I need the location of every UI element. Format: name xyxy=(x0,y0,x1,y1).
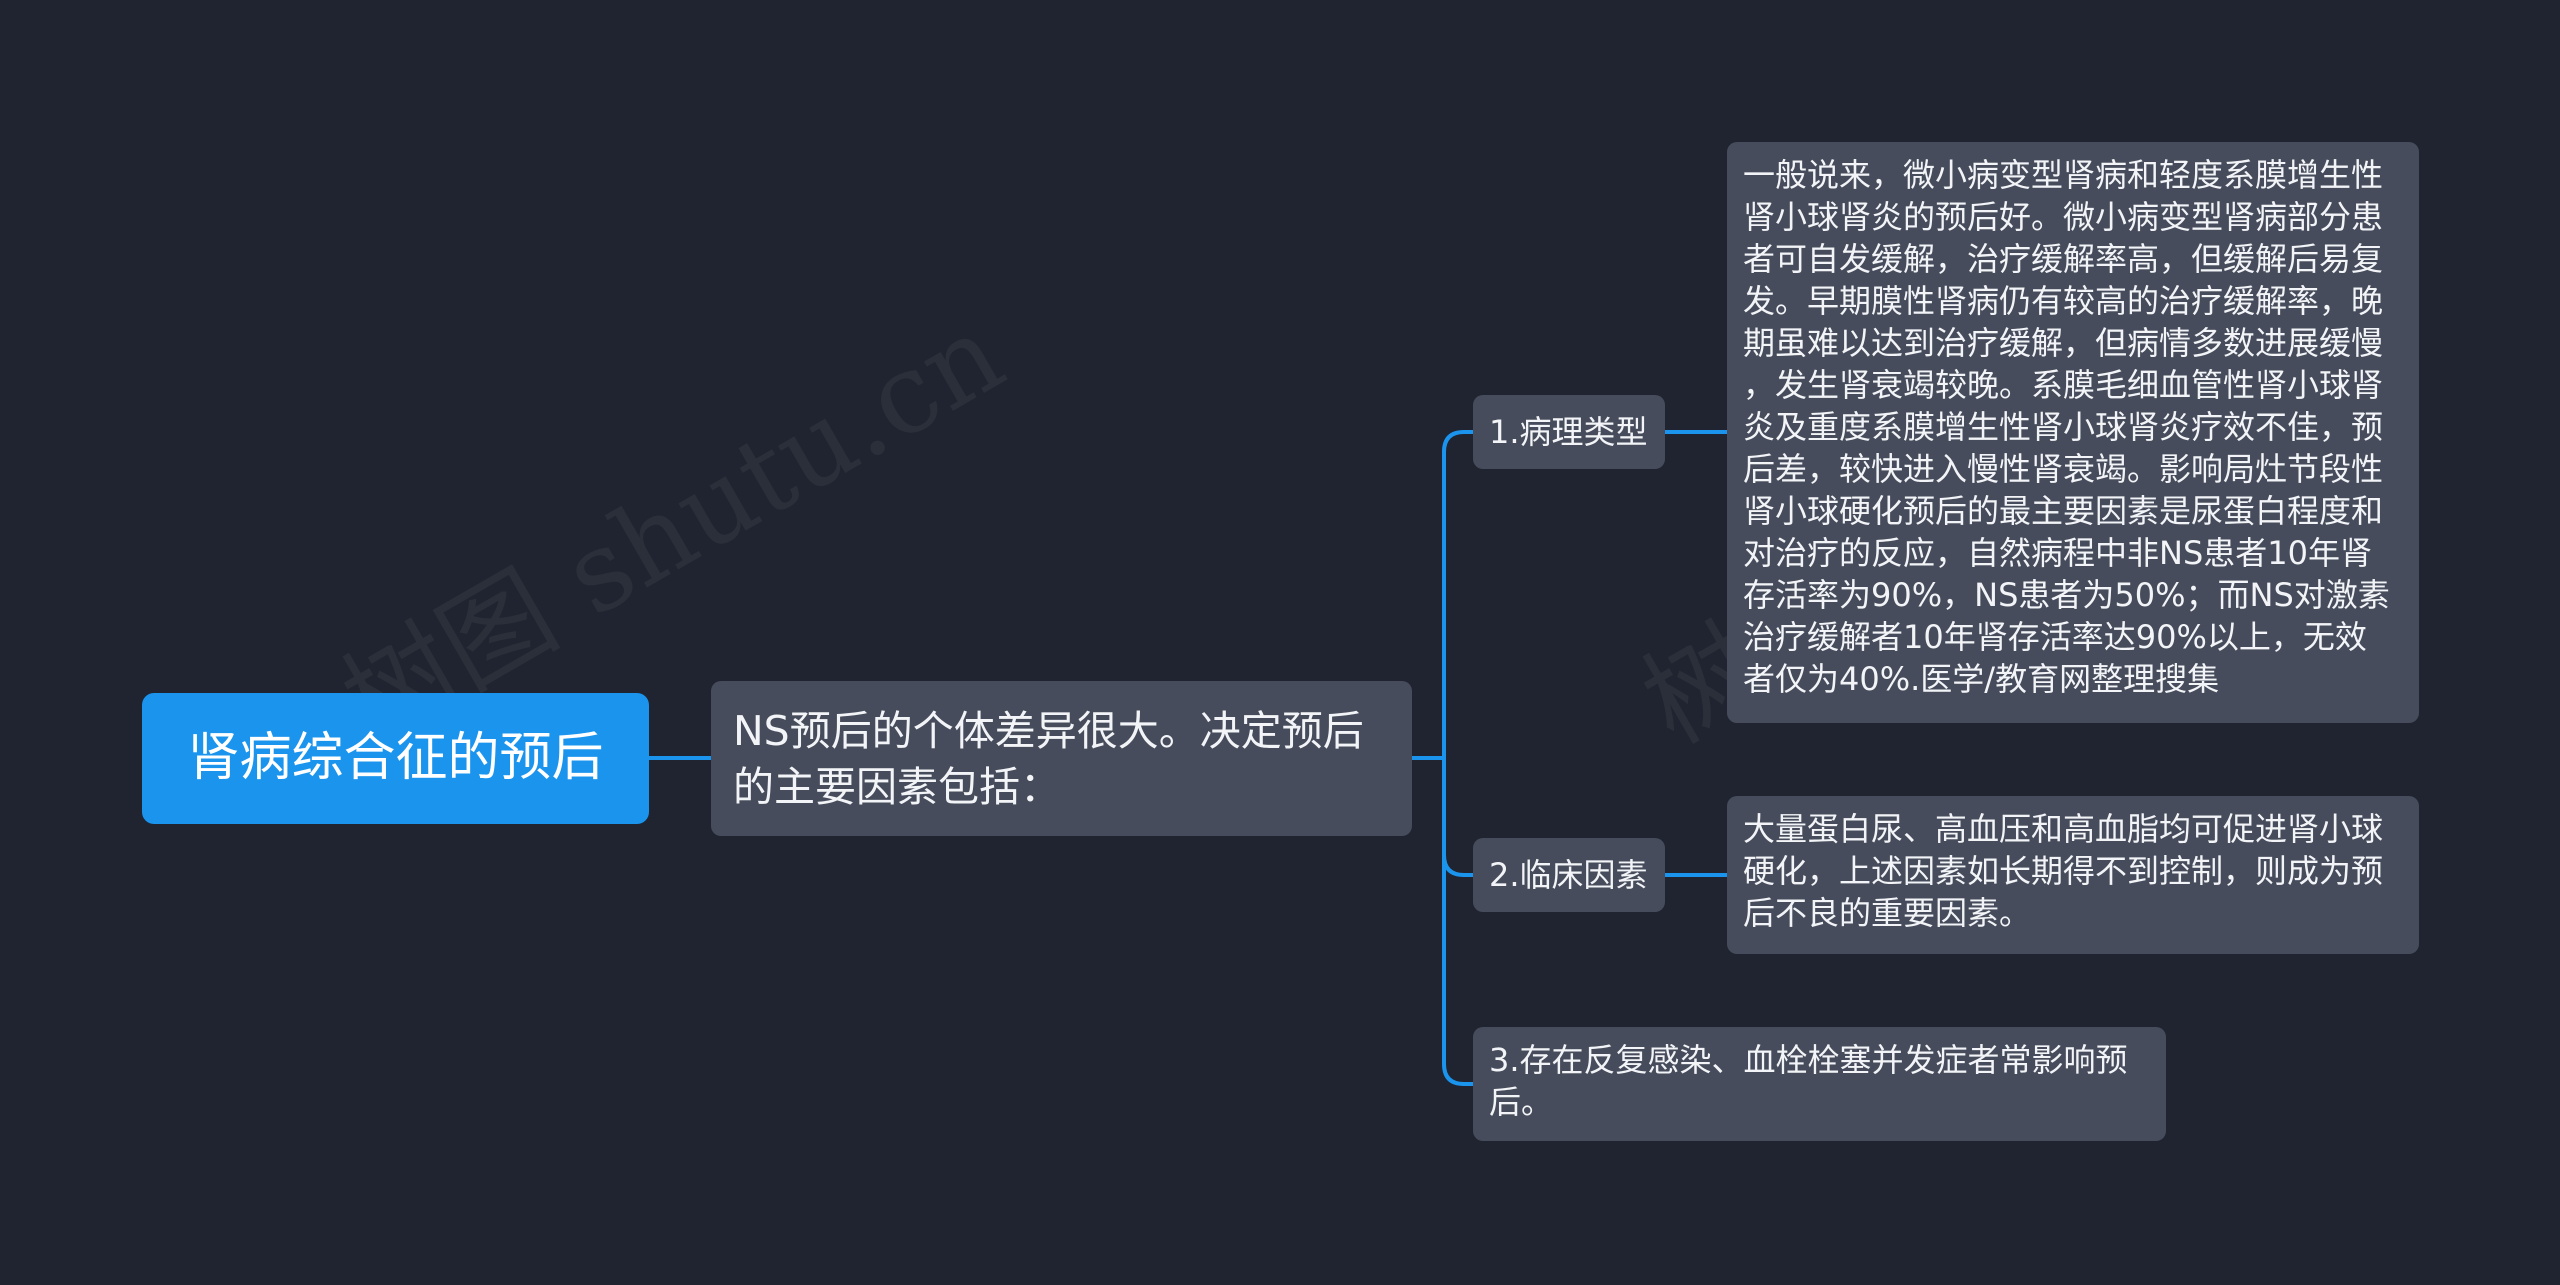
detail-line: 一般说来，微小病变型肾病和轻度系膜增生性 xyxy=(1743,156,2384,194)
detail-line: 对治疗的反应，自然病程中非NS患者10年肾 xyxy=(1743,534,2372,572)
child-node-label: 1.病理类型 xyxy=(1489,413,1648,451)
root-node[interactable]: 肾病综合征的预后 xyxy=(142,693,649,824)
detail-line: 存活率为90%，NS患者为50%；而NS对激素 xyxy=(1743,576,2390,614)
detail-line: 者仅为40%.医学/教育网整理搜集 xyxy=(1743,660,2220,698)
detail-node-pathology-type[interactable]: 一般说来，微小病变型肾病和轻度系膜增生性 肾小球肾炎的预后好。微小病变型肾病部分… xyxy=(1727,142,2419,723)
detail-line: 肾小球肾炎的预后好。微小病变型肾病部分患 xyxy=(1743,198,2384,236)
detail-line: 者可自发缓解，治疗缓解率高，但缓解后易复 xyxy=(1743,240,2384,278)
child-node-clinical-factors[interactable]: 2.临床因素 xyxy=(1473,838,1665,912)
main-topic-line: NS预后的个体差异很大。决定预后 xyxy=(733,707,1364,755)
child-node-label: 2.临床因素 xyxy=(1489,856,1648,894)
detail-node-clinical-factors[interactable]: 大量蛋白尿、高血压和高血脂均可促进肾小球 硬化，上述因素如长期得不到控制，则成为… xyxy=(1727,796,2419,954)
edge-to-child-3 xyxy=(1442,756,1475,1086)
main-topic-line: 的主要因素包括： xyxy=(733,763,1061,811)
main-topic-node[interactable]: NS预后的个体差异很大。决定预后 的主要因素包括： xyxy=(711,681,1412,836)
detail-line: 治疗缓解者10年肾存活率达90%以上，无效 xyxy=(1743,618,2367,656)
detail-line: 后不良的重要因素。 xyxy=(1743,894,2032,932)
detail-line: 肾小球硬化预后的最主要因素是尿蛋白程度和 xyxy=(1743,492,2384,530)
detail-line: ，发生肾衰竭较晚。系膜毛细血管性肾小球肾 xyxy=(1743,366,2384,404)
child-node-line: 3.存在反复感染、血栓栓塞并发症者常影响预 xyxy=(1489,1041,2128,1079)
root-node-label: 肾病综合征的预后 xyxy=(187,728,604,788)
detail-line: 期虽难以达到治疗缓解，但病情多数进展缓慢 xyxy=(1743,324,2384,362)
edge-to-child-2 xyxy=(1442,756,1475,877)
detail-line: 炎及重度系膜增生性肾小球肾炎疗效不佳，预 xyxy=(1743,408,2384,446)
detail-line: 发。早期膜性肾病仍有较高的治疗缓解率，晚 xyxy=(1743,282,2384,320)
child-node-pathology-type[interactable]: 1.病理类型 xyxy=(1473,395,1665,469)
detail-line: 后差，较快进入慢性肾衰竭。影响局灶节段性 xyxy=(1743,450,2384,488)
detail-line: 大量蛋白尿、高血压和高血脂均可促进肾小球 xyxy=(1743,810,2384,848)
child-node-complications[interactable]: 3.存在反复感染、血栓栓塞并发症者常影响预 后。 xyxy=(1473,1027,2166,1141)
detail-line: 硬化，上述因素如长期得不到控制，则成为预 xyxy=(1743,852,2384,890)
edge-to-child-1 xyxy=(1442,430,1475,760)
child-node-line: 后。 xyxy=(1489,1083,1554,1121)
